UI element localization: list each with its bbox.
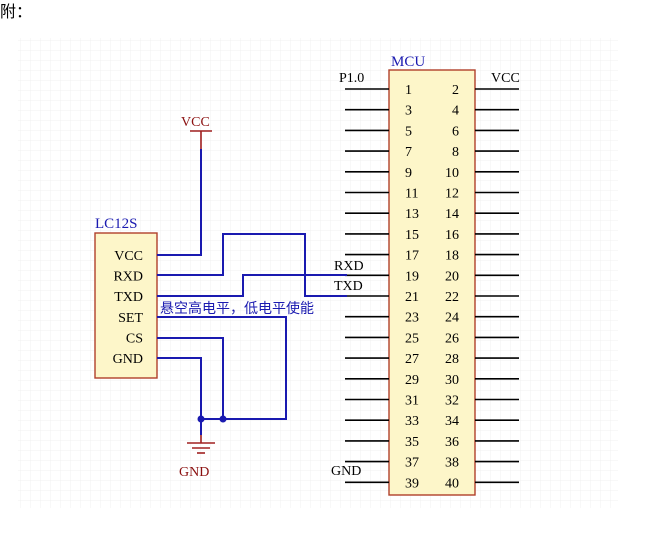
lc12s-pin-label: VCC bbox=[114, 249, 143, 264]
lc12s-pin-label: TXD bbox=[114, 290, 143, 305]
wire-lc-rxd-to-mcu-txd bbox=[157, 233, 347, 297]
wire-vcc bbox=[157, 149, 202, 256]
mcu-pin-number: 27 bbox=[405, 352, 419, 367]
mcu-pin-number: 21 bbox=[405, 290, 419, 305]
mcu-pin-number: 25 bbox=[405, 331, 419, 346]
mcu-pin-number: 31 bbox=[405, 394, 419, 409]
mcu-pin-number: 29 bbox=[405, 373, 419, 388]
wires bbox=[157, 149, 347, 435]
mcu-pin-number: 20 bbox=[445, 269, 459, 284]
mcu-pin-number: 17 bbox=[405, 249, 419, 264]
mcu-pin-number: 26 bbox=[445, 331, 459, 346]
wire-lc-txd-to-mcu-rxd bbox=[157, 274, 347, 297]
lc12s-pin-label: GND bbox=[113, 352, 143, 367]
mcu-pin-number: 30 bbox=[445, 373, 459, 388]
mcu-pin-number: 13 bbox=[405, 207, 419, 222]
mcu-pin-number: 40 bbox=[445, 476, 459, 491]
mcu-pin-number: 22 bbox=[445, 290, 459, 305]
lc12s-pin-label: RXD bbox=[113, 270, 143, 285]
mcu-pin-number: 5 bbox=[405, 124, 412, 139]
mcu-pin-number: 37 bbox=[405, 456, 419, 471]
gnd-power-label: GND bbox=[179, 465, 209, 480]
mcu-pin-number: 18 bbox=[445, 249, 459, 264]
mcu-pin-number: 35 bbox=[405, 435, 419, 450]
mcu-pin-number: 6 bbox=[452, 124, 459, 139]
wire-set bbox=[157, 316, 287, 420]
mcu-title: MCU bbox=[391, 54, 425, 70]
lc12s-body bbox=[94, 232, 158, 379]
mcu-pin-number: 10 bbox=[445, 166, 459, 181]
mcu-pin-number: 7 bbox=[405, 145, 412, 160]
net-label-txd: TXD bbox=[334, 279, 363, 294]
net-label-vcc: VCC bbox=[491, 71, 520, 86]
mcu-pin-number: 16 bbox=[445, 228, 459, 243]
mcu-pin-number: 34 bbox=[445, 414, 459, 429]
mcu-pin-number: 28 bbox=[445, 352, 459, 367]
set-pin-note: 悬空高电平，低电平使能 bbox=[160, 300, 314, 317]
mcu-body bbox=[388, 69, 476, 496]
mcu-pin-number: 38 bbox=[445, 456, 459, 471]
lc12s-pin-label: SET bbox=[118, 311, 143, 326]
mcu-pin-number: 1 bbox=[405, 83, 412, 98]
wire-cs bbox=[157, 337, 224, 419]
net-label-rxd: RXD bbox=[334, 259, 364, 274]
mcu-pin-number: 24 bbox=[445, 311, 459, 326]
junction-dot bbox=[219, 415, 227, 423]
mcu-pin-number: 32 bbox=[445, 394, 459, 409]
lc12s-pin-label: CS bbox=[126, 331, 143, 346]
lc12s-pin-labels: VCC RXD TXD SET CS GND bbox=[113, 249, 144, 367]
mcu-pin-number: 36 bbox=[445, 435, 459, 450]
net-label-gnd: GND bbox=[331, 464, 361, 479]
mcu-pin-number: 8 bbox=[452, 145, 459, 160]
mcu-pin-number: 33 bbox=[405, 414, 419, 429]
mcu-pin-number: 9 bbox=[405, 166, 412, 181]
caption: 附： bbox=[0, 2, 33, 21]
mcu-pin-number: 11 bbox=[405, 187, 418, 202]
mcu-pin-number: 2 bbox=[452, 83, 459, 98]
gnd-power-symbol bbox=[187, 435, 215, 454]
net-label-p10: P1.0 bbox=[339, 71, 364, 86]
mcu-pin-number: 19 bbox=[405, 269, 419, 284]
mcu-pin-number: 15 bbox=[405, 228, 419, 243]
mcu-pin-number: 12 bbox=[445, 187, 459, 202]
junction-dot bbox=[197, 415, 205, 423]
mcu-pin-number: 14 bbox=[445, 207, 459, 222]
wire-gnd bbox=[157, 357, 202, 435]
lc12s-title: LC12S bbox=[95, 216, 138, 232]
mcu-pin-number: 4 bbox=[452, 104, 459, 119]
mcu-pin-number: 39 bbox=[405, 476, 419, 491]
mcu-pin-number: 3 bbox=[405, 104, 412, 119]
vcc-power-label: VCC bbox=[181, 115, 210, 130]
mcu-pin-number: 23 bbox=[405, 311, 419, 326]
